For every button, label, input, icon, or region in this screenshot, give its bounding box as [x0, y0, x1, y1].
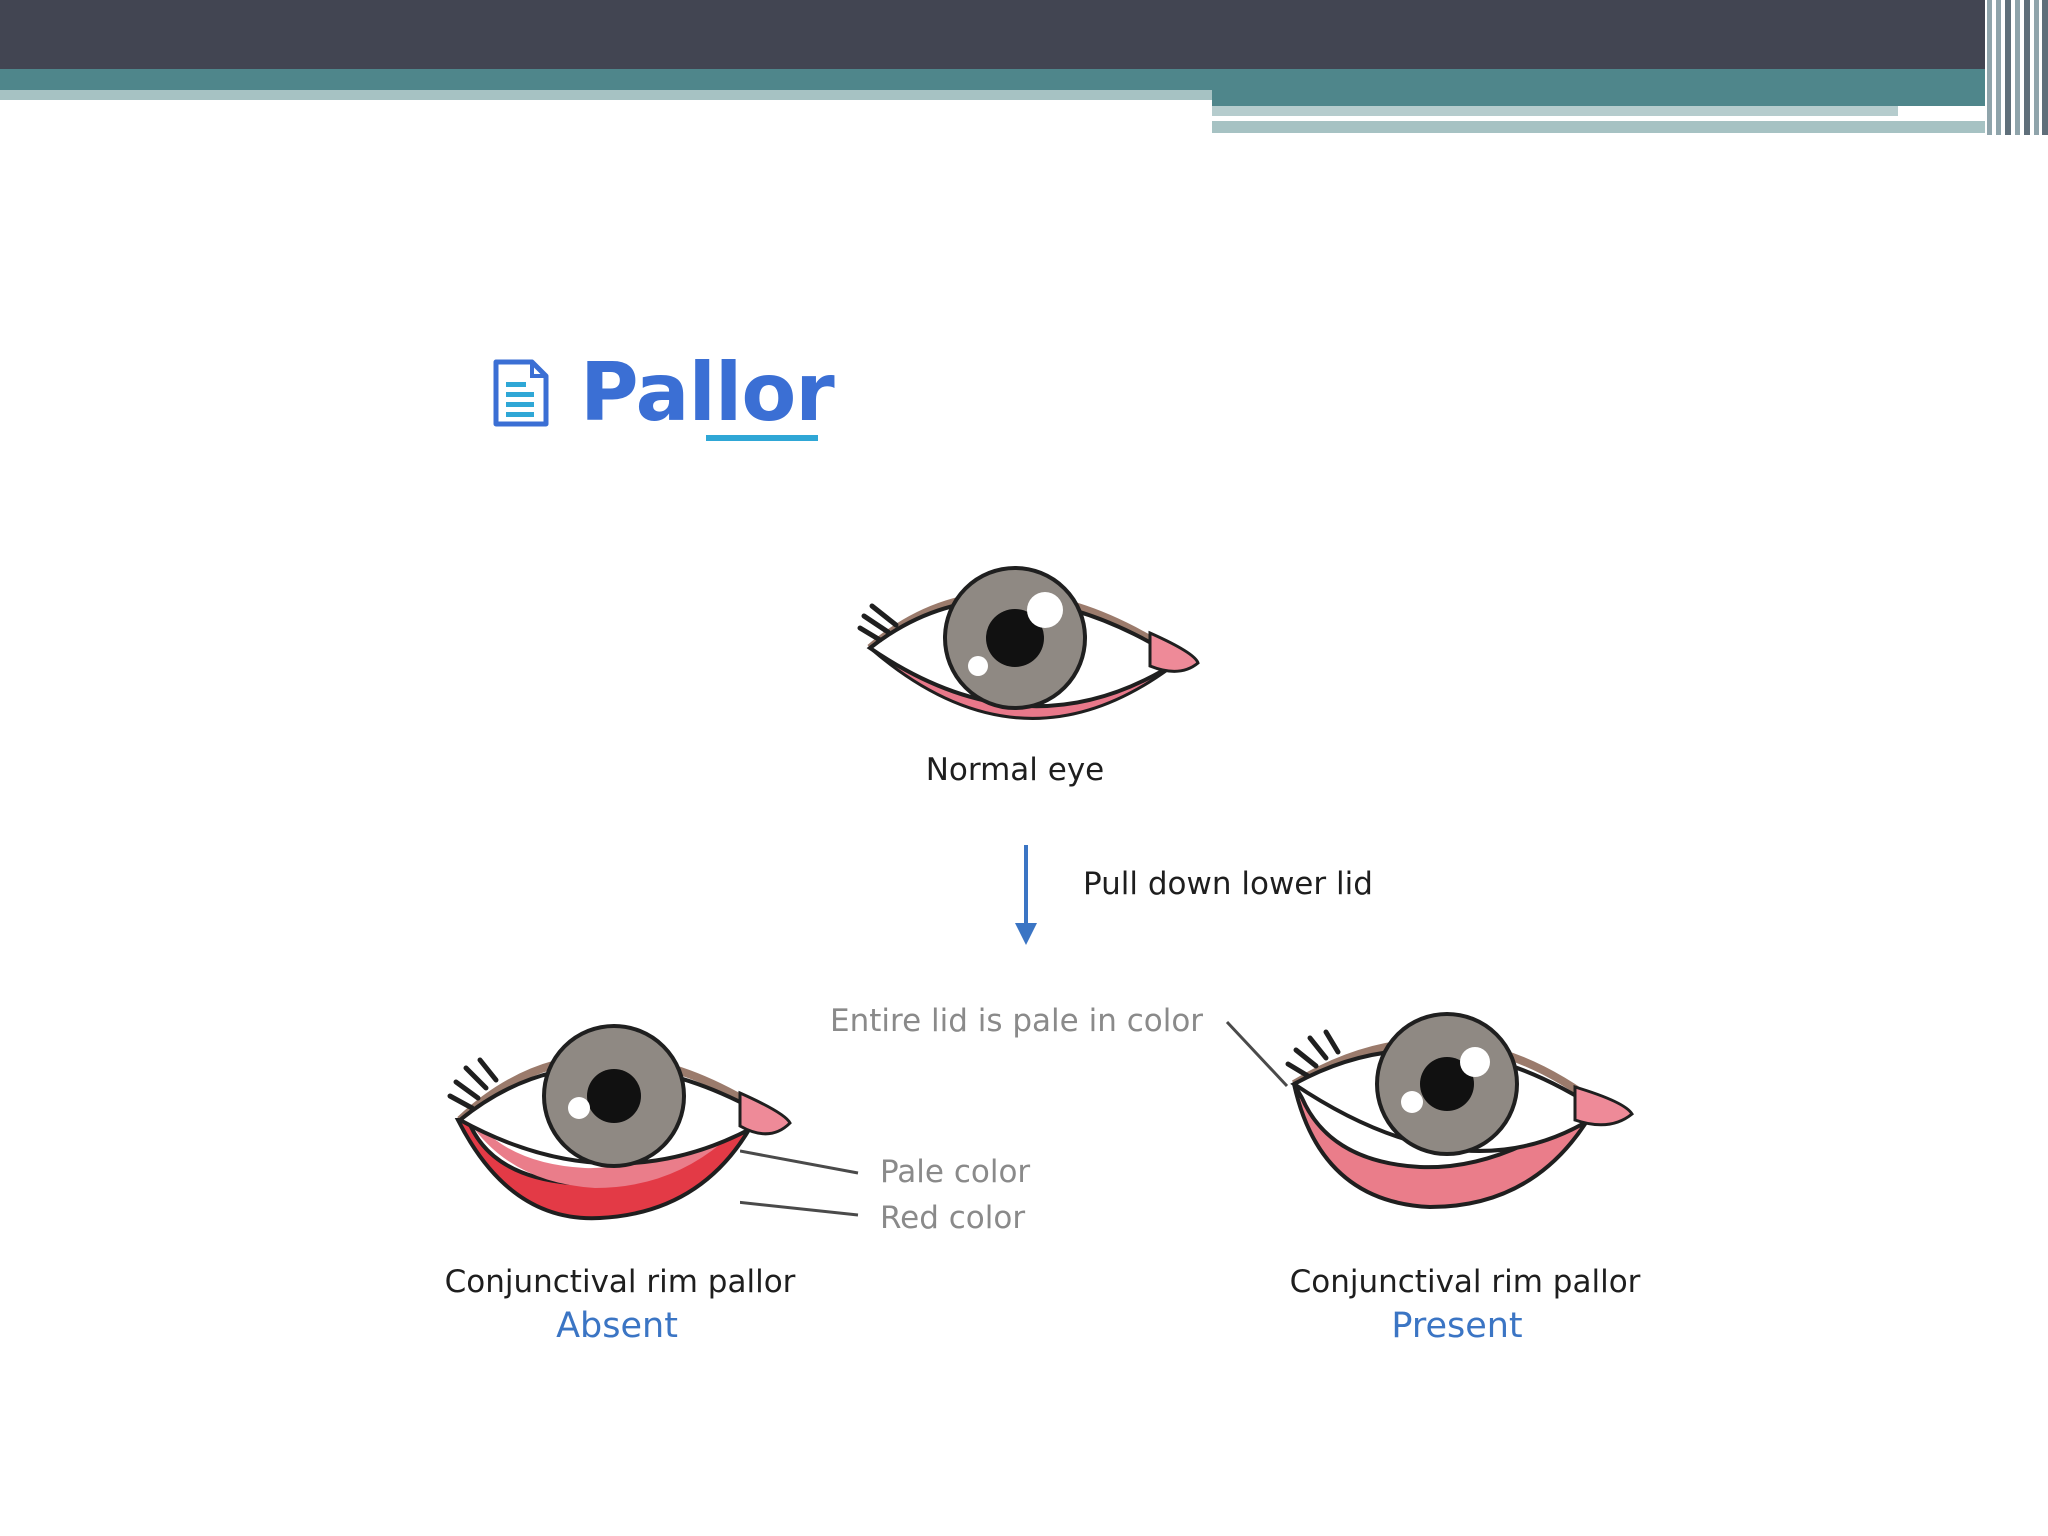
- header-stripes-decoration: [1985, 0, 2048, 140]
- present-caption: Conjunctival rim pallor: [1289, 1264, 1641, 1300]
- note-pointer-line: [1225, 1020, 1289, 1088]
- callout-lines: [740, 1149, 859, 1217]
- arrow-down-icon: [1015, 845, 1037, 945]
- header-light-bar-left: [0, 90, 1212, 100]
- header-teal-bar-right: [1212, 90, 2048, 106]
- header-teal-bar: [0, 69, 2048, 90]
- page-title: Pallor: [580, 346, 835, 441]
- pale-color-label: Pale color: [880, 1154, 1031, 1190]
- slide-title-group: Pallor: [490, 346, 835, 441]
- normal-eye-label: Normal eye: [925, 752, 1105, 788]
- pull-down-lid-label: Pull down lower lid: [1083, 866, 1373, 902]
- entire-lid-pale-note: Entire lid is pale in color: [830, 1003, 1204, 1039]
- red-color-label: Red color: [880, 1200, 1026, 1236]
- normal-eye-illustration: [857, 566, 1200, 720]
- header-dark-bar: [0, 0, 2048, 69]
- present-status: Present: [1391, 1306, 1523, 1346]
- header-light-line-lower: [1212, 121, 2048, 133]
- absent-pallor-eye-illustration: [447, 1024, 792, 1221]
- header-gap: [1212, 116, 1898, 121]
- document-icon: [493, 359, 549, 427]
- header-light-line-upper: [1212, 106, 1898, 116]
- present-pallor-eye-illustration: [1285, 1012, 1634, 1210]
- absent-caption: Conjunctival rim pallor: [444, 1264, 796, 1300]
- absent-status: Absent: [556, 1306, 678, 1346]
- title-underline: [706, 435, 818, 441]
